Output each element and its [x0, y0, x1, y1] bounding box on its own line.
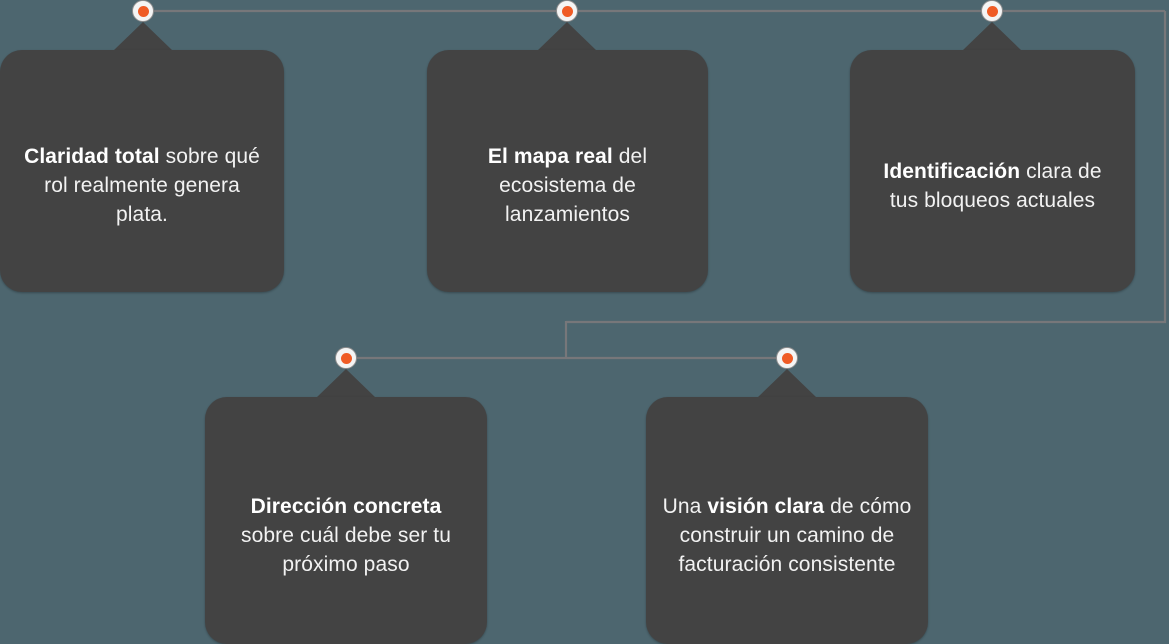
node-card[interactable]: Identificación clara de tus bloqueos act…: [850, 50, 1135, 292]
callout-pointer-icon: [757, 369, 817, 398]
node-lead-text: visión clara: [707, 494, 825, 518]
anchor-marker-icon-3[interactable]: [981, 0, 1003, 22]
node-card[interactable]: El mapa real del ecosistema de lanzamien…: [427, 50, 708, 292]
node-vision-clara[interactable]: Una visión clara de cómo construir un ca…: [646, 369, 928, 644]
anchor-marker-icon-1[interactable]: [132, 0, 154, 22]
node-rest-text: de cómo construir un camino de facturaci…: [678, 494, 912, 576]
callout-pointer-icon: [962, 22, 1022, 51]
node-label: Dirección concreta sobre cuál debe ser t…: [228, 463, 464, 579]
callout-pointer-icon: [113, 22, 173, 51]
node-card[interactable]: Una visión clara de cómo construir un ca…: [646, 397, 928, 644]
node-lead-text: Identificación: [883, 159, 1021, 183]
node-rest-text: sobre qué rol realmente genera plata.: [44, 145, 260, 226]
callout-pointer-icon: [537, 22, 597, 51]
node-lead-text: Dirección concreta: [250, 494, 442, 518]
node-identificacion-clara[interactable]: Identificación clara de tus bloqueos act…: [850, 22, 1135, 292]
anchor-marker-icon-4[interactable]: [335, 347, 357, 369]
node-label: Claridad total sobre qué rol realmente g…: [16, 113, 268, 229]
anchor-marker-icon-2[interactable]: [556, 0, 578, 22]
node-label: El mapa real del ecosistema de lanzamien…: [462, 113, 674, 229]
anchor-marker-icon-5[interactable]: [776, 347, 798, 369]
node-rest-text: clara de tus bloqueos actuales: [889, 159, 1102, 212]
node-rest-text: sobre cuál debe ser tu próximo paso: [241, 523, 451, 576]
node-label: Una visión clara de cómo construir un ca…: [662, 463, 912, 579]
node-lead-text: Claridad total: [24, 145, 160, 168]
node-label: Identificación clara de tus bloqueos act…: [877, 128, 1109, 215]
node-prefix-text: Una: [662, 494, 708, 518]
node-direccion-concreta[interactable]: Dirección concreta sobre cuál debe ser t…: [205, 369, 487, 644]
node-card[interactable]: Dirección concreta sobre cuál debe ser t…: [205, 397, 487, 644]
node-card[interactable]: Claridad total sobre qué rol realmente g…: [0, 50, 284, 292]
node-el-mapa-real[interactable]: El mapa real del ecosistema de lanzamien…: [427, 22, 708, 292]
node-rest-text: del ecosistema de lanzamientos: [499, 145, 648, 226]
callout-pointer-icon: [316, 369, 376, 398]
node-lead-text: El mapa real: [487, 145, 613, 168]
node-claridad-total[interactable]: Claridad total sobre qué rol realmente g…: [0, 22, 284, 292]
